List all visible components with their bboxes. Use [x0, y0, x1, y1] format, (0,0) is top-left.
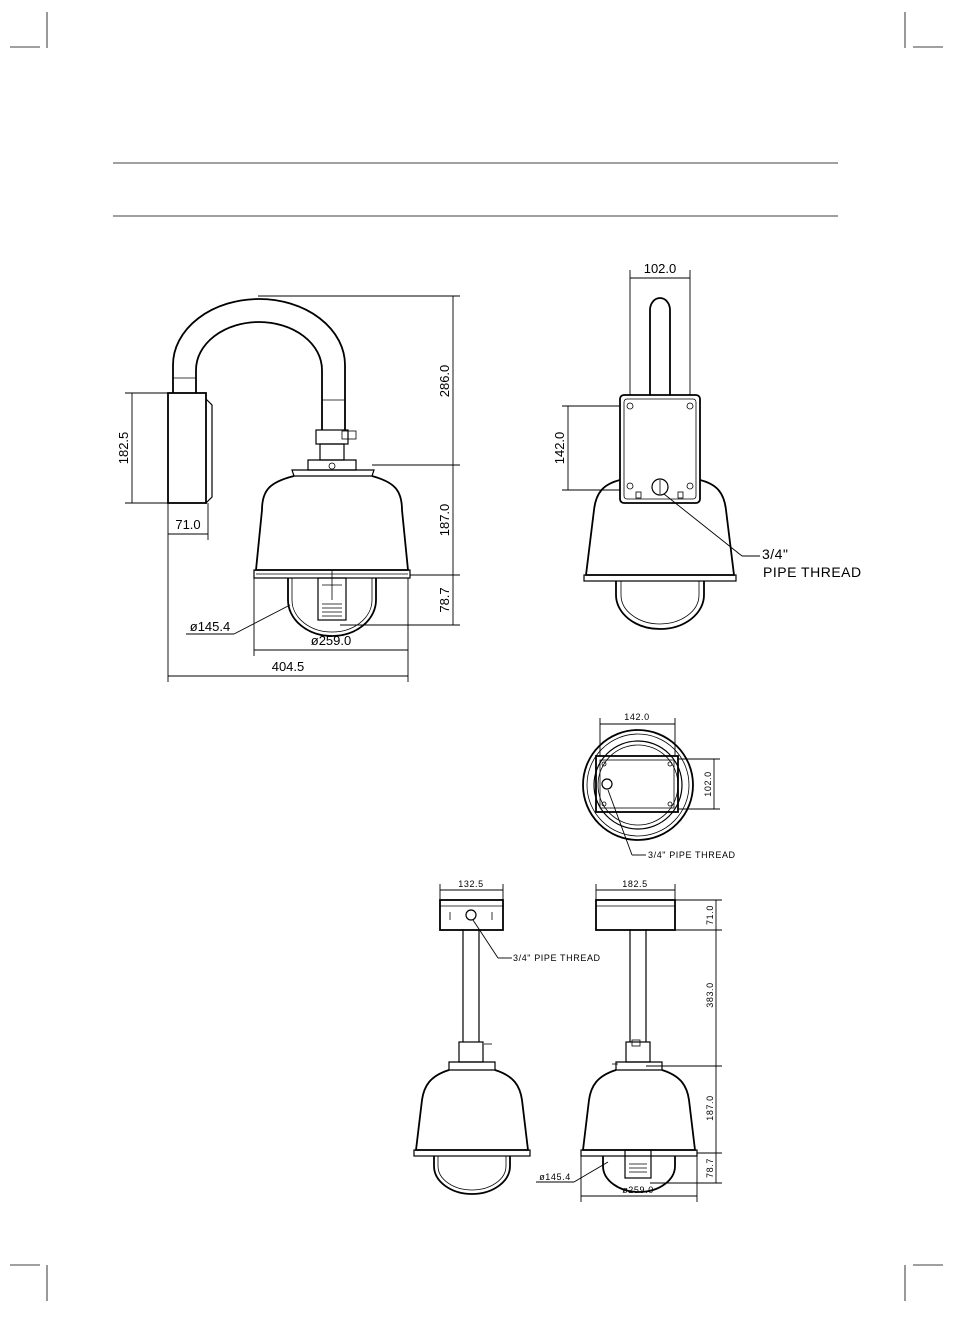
crop-marks — [10, 12, 943, 1301]
dim-plate-height: 142.0 — [552, 432, 567, 465]
dim-top-plate-width: 142.0 — [624, 712, 650, 722]
dim-box-depth: 71.0 — [175, 517, 200, 532]
pendant-front-view: 132.5 3/4" PIPE THREAD — [414, 879, 601, 1194]
dim-side-cap-width: 182.5 — [622, 879, 648, 889]
dim-total-width: 404.5 — [272, 659, 305, 674]
ceiling-plate-top-view: 142.0 102.0 3/4" PIPE THREAD — [583, 712, 736, 860]
dim-housing-height: 187.0 — [437, 504, 452, 537]
dim-box-height: 182.5 — [116, 432, 131, 465]
dim-side-housing-diameter: ø259.0 — [622, 1185, 654, 1195]
thread-label-text: PIPE THREAD — [763, 564, 862, 580]
dim-housing-diameter: ø259.0 — [311, 633, 351, 648]
dim-side-dome-height: 78.7 — [705, 1158, 715, 1178]
dim-dome-height: 78.7 — [437, 587, 452, 612]
dim-arm-height: 286.0 — [437, 365, 452, 398]
pendant-side-view: 182.5 71.0 383.0 187.0 78.7 ø145.4 ø259.… — [536, 879, 722, 1202]
dim-top-plate-height: 102.0 — [703, 771, 713, 797]
pendant-thread-label: 3/4" PIPE THREAD — [513, 953, 601, 963]
dim-pipe-width: 102.0 — [644, 261, 677, 276]
dim-pendant-cap-width: 132.5 — [458, 879, 484, 889]
thread-label-size: 3/4" — [762, 546, 788, 562]
dim-dome-diameter: ø145.4 — [190, 619, 230, 634]
wall-mount-rear-view: 102.0 142.0 3/4" PIPE THREAD — [552, 261, 862, 629]
dim-side-housing-height: 187.0 — [705, 1095, 715, 1121]
header-rules — [113, 163, 838, 216]
wall-mount-side-view: 286.0 187.0 78.7 182.5 71.0 ø145.4 ø259.… — [116, 296, 460, 682]
dim-pipe-length: 383.0 — [705, 982, 715, 1008]
dim-side-cap-height: 71.0 — [705, 905, 715, 925]
top-thread-label: 3/4" PIPE THREAD — [648, 850, 736, 860]
dim-side-dome-diameter: ø145.4 — [539, 1172, 571, 1182]
